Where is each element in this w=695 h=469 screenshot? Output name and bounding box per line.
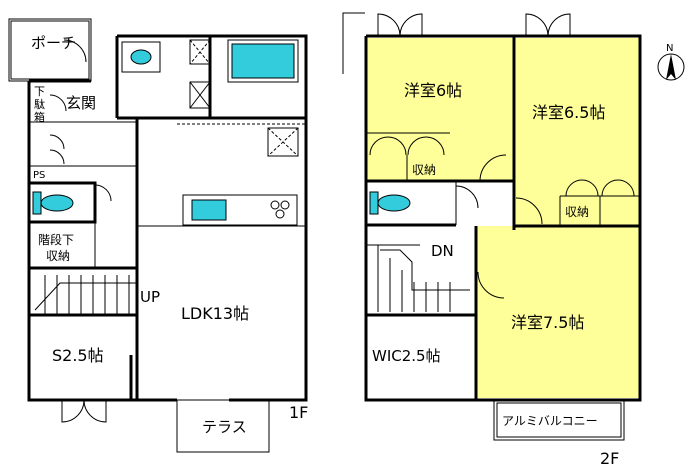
room-75-label: 洋室7.5帖 (511, 313, 584, 332)
2f-closet-65-divider (559, 196, 601, 226)
floor-1f (8, 18, 308, 453)
ps-label: PS (33, 170, 45, 181)
doors-1f (49, 39, 138, 423)
fridge-cross (267, 127, 299, 157)
2f-upper-balcony (342, 12, 365, 74)
fridge-space (267, 127, 299, 157)
s-room-label: S2.5帖 (52, 346, 104, 365)
north-label: N (666, 43, 673, 54)
terrace-label: テラス (202, 418, 247, 436)
kitchen-sink-icon (191, 199, 227, 221)
washbasin-icon (130, 49, 152, 65)
toilet-1f-icon (32, 191, 74, 215)
porch-label: ポーチ (31, 34, 76, 52)
kitchen-island (182, 194, 298, 226)
floor-2f-label: 2F (600, 449, 619, 468)
wash-cabinet-cross (189, 39, 211, 65)
storage-b-label: 収納 (565, 205, 589, 219)
1f-toilet-wall (29, 181, 97, 224)
room-65-label: 洋室6.5帖 (532, 103, 605, 122)
terrace-area (176, 399, 270, 453)
stair-storage-label-1: 階段下 (38, 232, 74, 247)
floor-2f (342, 12, 642, 441)
room-6-label: 洋室6帖 (404, 81, 462, 100)
toilet-2f-icon (369, 191, 411, 215)
dn-label: DN (431, 242, 454, 260)
room-65-fill (516, 38, 640, 226)
stairs-1f (34, 275, 137, 315)
shoe-storage-label: 下駄箱 (34, 85, 45, 124)
washbasin-counter (121, 41, 161, 73)
washing-machine-cross (189, 81, 211, 109)
aluminum-balcony-area (493, 399, 625, 441)
bathtub-icon (231, 43, 295, 79)
aluminum-balcony-inner (496, 402, 622, 438)
doors-2f (369, 13, 635, 299)
floor-1f-label: 1F (289, 403, 308, 422)
wic-label: WIC2.5帖 (372, 347, 441, 365)
up-label: UP (140, 288, 160, 306)
storage-a-label: 収納 (412, 163, 436, 177)
stairs-2f (366, 244, 470, 312)
entrance-label: 玄関 (66, 94, 96, 112)
room-75-fill (476, 226, 640, 398)
wash-cabinet (189, 39, 211, 65)
bathtub-frame (227, 39, 299, 83)
washing-machine (189, 81, 211, 109)
stove-icon (270, 200, 290, 219)
1f-entry-wall (29, 36, 119, 118)
porch-inner (10, 20, 90, 80)
room-6-fill (366, 38, 513, 181)
ldk-label: LDK13帖 (181, 304, 249, 323)
compass-icon (657, 53, 685, 81)
stair-storage-label-2: 収納 (46, 249, 70, 263)
balcony-label: アルミバルコニー (502, 414, 598, 428)
